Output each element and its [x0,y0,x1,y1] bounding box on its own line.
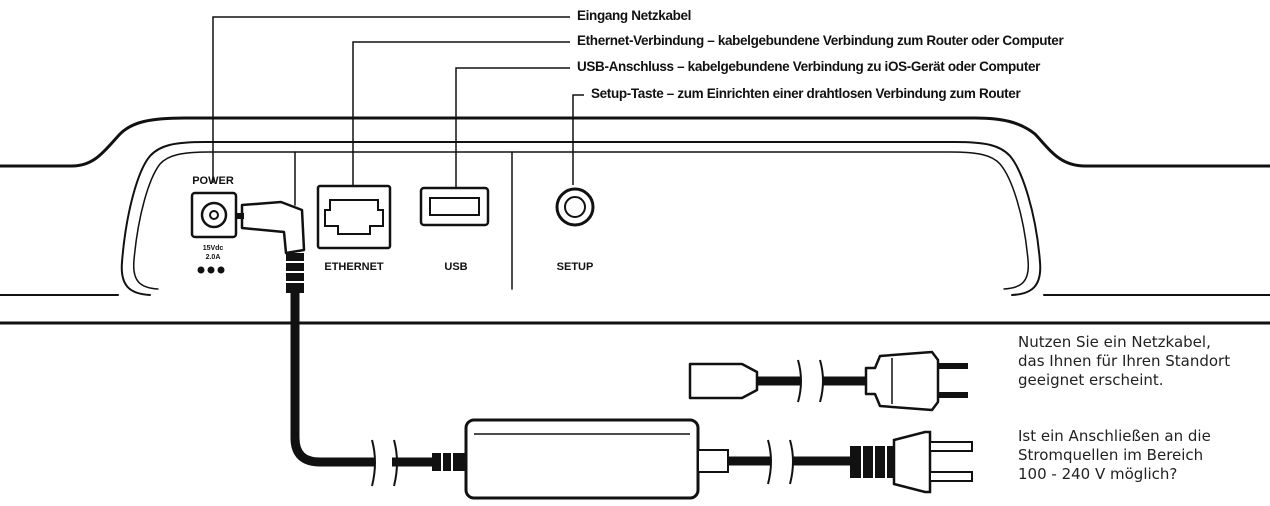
label-power: POWER [192,175,234,187]
note-voltage-line-2: Stromquellen im Bereich [1018,446,1204,464]
mains-relief [850,446,894,478]
usb-port [419,186,490,227]
leader-ethernet [352,41,570,186]
leader-setup [572,94,584,185]
polarity-dot-2 [207,266,215,274]
usb-port-body [419,186,490,227]
ethernet-port-frame [316,184,392,250]
label-usb: USB [444,261,467,273]
note-voltage-line-3: 100 - 240 V möglich? [1018,465,1178,483]
power-jack-ring [200,201,228,229]
us-plug-body [892,430,932,494]
callout-ethernet: Ethernet-Verbindung – kabelgebundene Ver… [577,33,1064,48]
note-voltage-line-1: Ist ein Anschließen an die [1018,427,1211,445]
label-power-rating-2: 2.0A [206,254,221,261]
panel-labels: POWER 15Vdc 2.0A ETHERNET USB SETUP [192,175,593,273]
usb-port-tongue [429,197,480,216]
dc-break-gap [376,455,392,469]
note-voltage-question: Ist ein Anschließen an die Stromquellen … [1018,427,1211,484]
label-power-rating-1: 15Vdc [203,245,224,252]
adapter-output [697,449,729,473]
label-ethernet: ETHERNET [324,261,384,273]
leader-usb [455,67,570,188]
power-adapter [464,418,729,500]
note-cable-advice-line-2: das Ihnen für Ihren Standort [1018,352,1231,370]
adapter-relief-left [432,453,466,471]
setup-button-inner [564,196,586,218]
eu-plug-body [864,350,940,412]
dc-cable-break [371,439,398,487]
iec-connector [688,362,759,400]
us-plug-prong-top [929,441,973,452]
eu-plug-pin-top [938,363,968,369]
callout-usb: USB-Anschluss – kabelgebundene Verbindun… [577,59,1041,74]
note-cable-advice-line-1: Nutzen Sie ein Netzkabel, [1018,333,1211,351]
us-plug-prong-bottom [929,471,973,482]
leader-power [212,16,570,183]
leader-lines [212,16,584,188]
iec-break [797,359,824,403]
note-cable-advice-line-3: geeignet erscheint. [1018,371,1164,389]
polarity-dot-3 [217,266,225,274]
eu-plug-pin-bottom [938,392,968,398]
dc-cable-wire [290,292,375,467]
ethernet-port [316,184,392,250]
power-jack-pin [209,210,219,220]
note-cable-advice: Nutzen Sie ein Netzkabel, das Ihnen für … [1018,333,1230,390]
device-housing [0,116,1270,325]
housing-inner-edge-2 [132,151,1030,290]
dc-cable [236,200,466,487]
housing-inner-edge [120,141,1042,296]
ethernet-port-socket [324,199,384,235]
label-setup: SETUP [557,261,594,273]
callout-power-input: Eingang Netzkabel [577,8,692,23]
power-jack-body [190,191,238,239]
power-jack [190,191,238,274]
dc-plug-head [240,200,306,255]
callout-setup: Setup-Taste – zum Einrichten einer draht… [591,86,1021,101]
setup-button-outer [555,187,595,227]
adapter-body [464,418,700,500]
mains-cable-bottom [728,430,973,494]
polarity-dot-1 [197,266,205,274]
housing-outer-edge [0,116,1270,168]
mains-cable-top [688,350,968,412]
mains-break [767,439,794,485]
setup-button [555,187,595,227]
